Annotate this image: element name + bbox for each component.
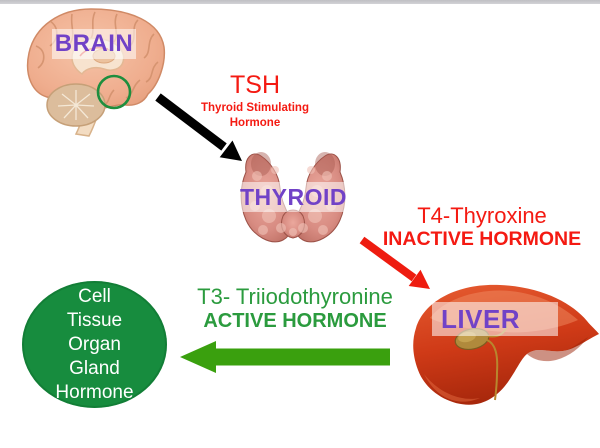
liver-label-text: LIVER bbox=[441, 303, 521, 334]
brain-illustration bbox=[26, 8, 166, 137]
thyroid-horn-shading bbox=[251, 152, 335, 176]
target-line-organ: Organ bbox=[68, 333, 121, 355]
tsh-full-name: Thyroid Stimulating Hormone bbox=[201, 102, 309, 129]
liver-right-lobe-shading bbox=[527, 337, 588, 362]
arrow-liver-to-cells bbox=[180, 341, 390, 373]
pituitary-highlight-circle bbox=[96, 74, 132, 110]
cerebellum-arbor-vitae bbox=[57, 90, 95, 120]
liver-illustration bbox=[413, 284, 599, 405]
t3-hormone-name: T3- Triiodothyronine bbox=[197, 284, 393, 309]
target-line-hormone: Hormone bbox=[55, 381, 134, 403]
arrow-thyroid-to-liver bbox=[359, 236, 430, 289]
brain-label: BRAIN bbox=[52, 29, 136, 59]
target-line-tissue: Tissue bbox=[66, 309, 123, 331]
brain-label-text: BRAIN bbox=[54, 30, 134, 57]
t4-hormone-status: INACTIVE HORMONE bbox=[382, 228, 582, 250]
t3-hormone-status: ACTIVE HORMONE bbox=[203, 310, 387, 332]
thyroid-label: THYROID bbox=[237, 182, 350, 212]
t4-caption: T4-Thyroxine INACTIVE HORMONE bbox=[368, 203, 596, 251]
liver-label: LIVER bbox=[432, 302, 558, 336]
tsh-abbreviation: TSH bbox=[230, 71, 280, 99]
target-line-gland: Gland bbox=[69, 357, 120, 379]
liver-bottom-sheen bbox=[424, 374, 480, 402]
target-line-cell: Cell bbox=[78, 285, 111, 307]
thyroid-label-text: THYROID bbox=[240, 183, 347, 210]
window-top-edge bbox=[0, 0, 600, 4]
tsh-caption: TSH Thyroid Stimulating Hormone bbox=[180, 72, 330, 131]
arrow-brain-to-thyroid bbox=[155, 93, 242, 161]
target-tissues-ellipse: Cell Tissue Organ Gland Hormone bbox=[22, 281, 167, 408]
t4-hormone-name: T4-Thyroxine bbox=[417, 203, 547, 228]
t3-caption: T3- Triiodothyronine ACTIVE HORMONE bbox=[182, 284, 408, 333]
